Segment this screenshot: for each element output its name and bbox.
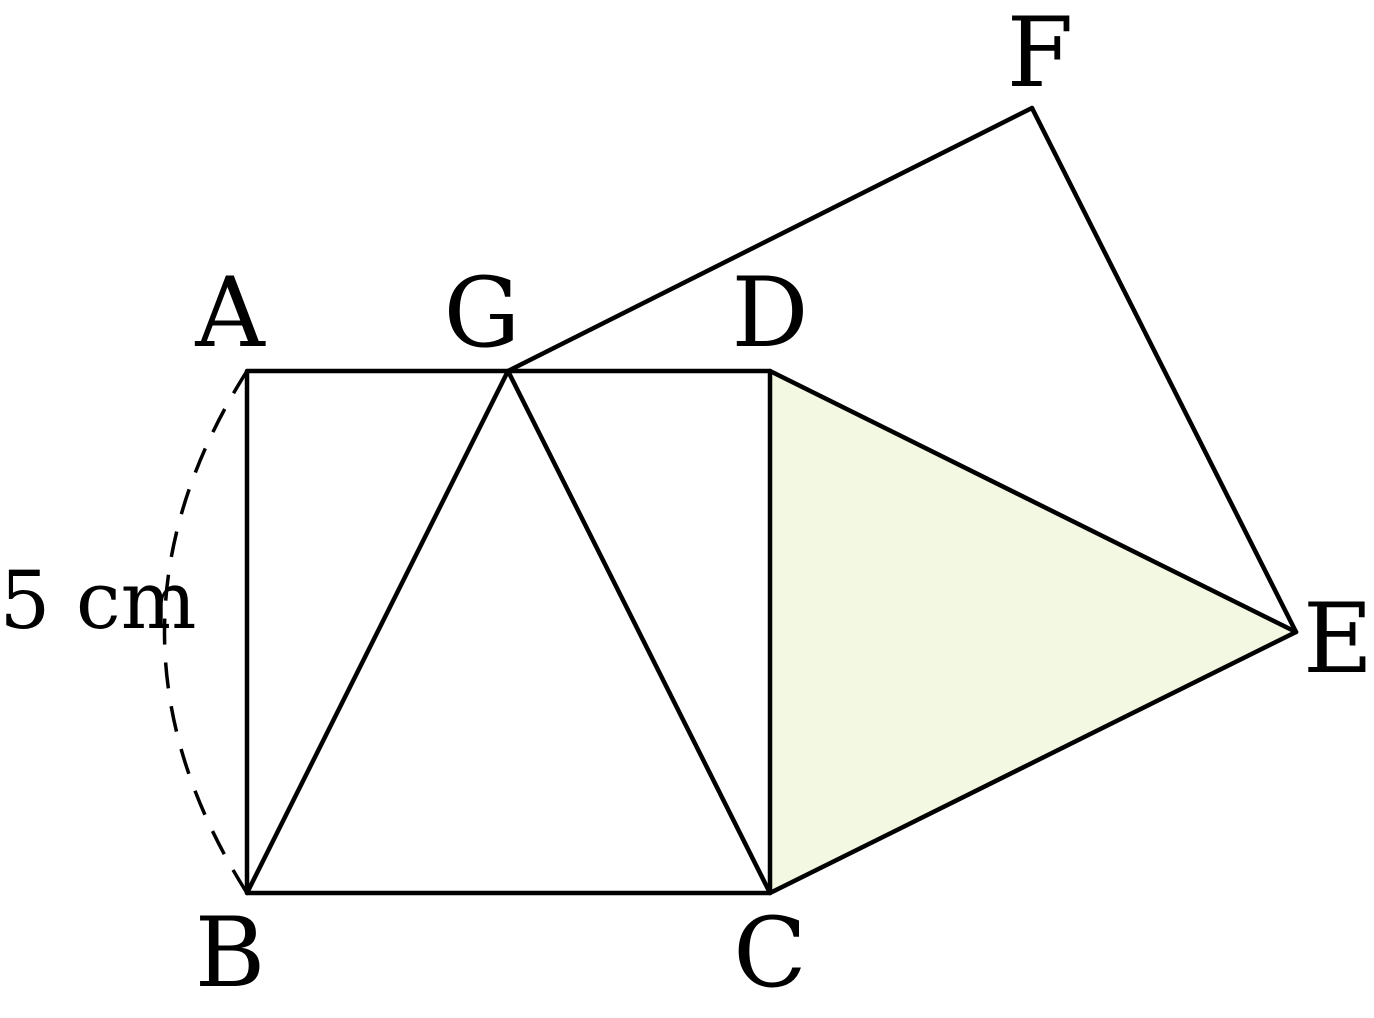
segment-fe [1029,105,1299,635]
segment-ec [767,629,1299,896]
point-label-c: C [733,897,806,1009]
point-label-b: B [195,897,266,1009]
segment-gc [505,368,773,896]
point-label-a: A [194,257,266,369]
point-label-d: D [732,257,809,369]
shaded-triangle-cde [770,371,1296,893]
segment-de [767,368,1299,635]
segment-bg [244,368,511,896]
point-label-f: F [1007,0,1074,109]
square-abcd [244,368,773,896]
point-label-g: G [444,257,521,369]
point-label-e: E [1303,583,1373,695]
dimension-label: 5 cm [0,554,197,647]
segment-gf [505,105,1035,374]
dimension-arc-ab [162,370,249,894]
